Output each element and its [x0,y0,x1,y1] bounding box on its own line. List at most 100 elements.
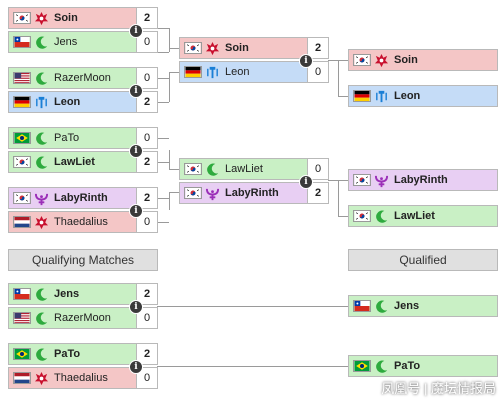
match-info-icon[interactable]: i [299,175,313,189]
player-score: 0 [136,368,157,388]
match-slot[interactable]: RazerMoon 0 [8,307,158,329]
match-info-icon[interactable]: i [129,300,143,314]
match-slot[interactable]: Thaedalius 0 [8,367,158,389]
player-name[interactable]: Leon [54,96,81,108]
korea-flag [353,210,371,222]
match-slot[interactable]: Jens 0 [8,31,158,53]
player-name[interactable]: LabyRinth [225,187,279,199]
korea-flag [13,12,31,24]
match-info-icon[interactable]: i [129,144,143,158]
zerg-icon [34,215,49,230]
terran-icon [34,95,49,110]
player-name[interactable]: Soin [394,54,418,66]
protoss-moon-icon [34,131,49,146]
match-info-icon[interactable]: i [299,54,313,68]
player-score: 0 [136,128,157,148]
player-name[interactable]: PaTo [394,360,421,372]
germany-flag [13,96,31,108]
match-slot[interactable]: Leon 0 [179,61,329,83]
player-name[interactable]: LawLiet [225,163,263,175]
connector-line [169,72,170,102]
player-name[interactable]: Leon [394,90,421,102]
random-icon [374,173,389,188]
connector-line [328,180,338,181]
match-slot[interactable]: LabyRinth 2 [179,182,329,204]
match-slot[interactable]: PaTo 2 [8,343,158,365]
connector-line [157,138,169,139]
player-name[interactable]: Jens [394,300,420,312]
player-name[interactable]: RazerMoon [54,312,111,324]
player-name[interactable]: LawLiet [54,156,95,168]
connector-line [169,28,170,52]
player-score: 2 [136,284,157,304]
qualified-header: Qualified [348,249,498,271]
player-score: 2 [136,188,157,208]
match-slot[interactable]: LabyRinth 2 [8,187,158,209]
protoss-moon-icon [34,287,49,302]
player-name[interactable]: Jens [54,288,80,300]
qualified-slot[interactable]: Soin [348,49,498,71]
player-score: 2 [136,92,157,112]
player-name[interactable]: Jens [54,36,78,48]
connector-line [157,306,348,307]
player-name[interactable]: Thaedalius [54,372,108,384]
connector-line [169,48,179,49]
player-score: 0 [136,32,157,52]
player-score: 0 [136,68,157,88]
chile-flag [13,288,31,300]
qualified-slot[interactable]: Leon [348,85,498,107]
player-name[interactable]: Thaedalius [54,216,108,228]
player-name[interactable]: LabyRinth [394,174,448,186]
korea-flag [353,54,371,66]
player-name[interactable]: Soin [54,12,78,24]
chile-flag [353,300,371,312]
connector-line [157,162,169,163]
player-score: 2 [136,8,157,28]
chile-flag [13,36,31,48]
connector-line [157,102,169,103]
connector-line [169,72,179,73]
player-score: 0 [136,212,157,232]
player-name[interactable]: PaTo [54,132,80,144]
match-slot[interactable]: LawLiet 0 [179,158,329,180]
match-slot[interactable]: Thaedalius 0 [8,211,158,233]
connector-line [157,222,169,223]
player-name[interactable]: Leon [225,66,250,78]
protoss-moon-icon [374,299,389,314]
protoss-moon-icon [34,311,49,326]
brazil-flag [13,348,31,360]
netherlands-flag [13,372,31,384]
match-info-icon[interactable]: i [129,204,143,218]
qualified-slot[interactable]: PaTo [348,355,498,377]
match-slot[interactable]: PaTo 0 [8,127,158,149]
korea-flag [13,192,31,204]
match-slot[interactable]: LawLiet 2 [8,151,158,173]
player-name[interactable]: LawLiet [394,210,435,222]
player-name[interactable]: RazerMoon [54,72,111,84]
match-info-icon[interactable]: i [129,24,143,38]
qualified-slot[interactable]: Jens [348,295,498,317]
qualified-slot[interactable]: LabyRinth [348,169,498,191]
match-slot[interactable]: Leon 2 [8,91,158,113]
netherlands-flag [13,216,31,228]
player-name[interactable]: PaTo [54,348,81,360]
player-score: 2 [136,344,157,364]
connector-line [169,169,179,170]
match-slot[interactable]: RazerMoon 0 [8,67,158,89]
connector-line [157,28,169,29]
connector-line [157,366,348,367]
match-slot[interactable]: Soin 2 [179,37,329,59]
match-slot[interactable]: Jens 2 [8,283,158,305]
brazil-flag [13,132,31,144]
player-name[interactable]: LabyRinth [54,192,108,204]
match-info-icon[interactable]: i [129,360,143,374]
player-score: 2 [307,183,328,203]
match-info-icon[interactable]: i [129,84,143,98]
player-name[interactable]: Soin [225,42,249,54]
qualified-slot[interactable]: LawLiet [348,205,498,227]
connector-line [169,150,170,170]
usa-flag [13,72,31,84]
random-icon [205,186,220,201]
connector-line [157,52,169,53]
match-slot[interactable]: Soin 2 [8,7,158,29]
